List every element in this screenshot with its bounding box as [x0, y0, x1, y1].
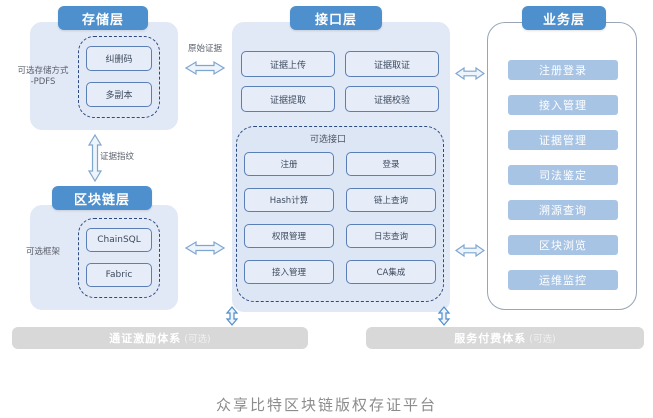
bottom-bar-service-payment[interactable]: 服务付费体系 (可选): [366, 327, 644, 349]
interface-item-evidence-forensics[interactable]: 证据取证: [345, 51, 439, 77]
blockchain-layer-title-text: 区块链层: [73, 192, 130, 208]
blockchain-item-fabric[interactable]: Fabric: [86, 263, 152, 287]
business-item-block-explorer-label: 区块浏览: [539, 239, 587, 252]
optional-interface-ca-integration[interactable]: CA集成: [346, 260, 436, 284]
optional-interface-permission-mgmt[interactable]: 权限管理: [244, 224, 334, 248]
optional-interface-hash-compute-label: Hash计算: [269, 196, 309, 206]
business-item-ops-monitor[interactable]: 运维监控: [508, 270, 618, 290]
interface-item-evidence-upload[interactable]: 证据上传: [241, 51, 335, 77]
business-layer-title: 业务层: [522, 6, 606, 30]
optional-interface-onchain-query[interactable]: 链上查询: [346, 188, 436, 212]
business-item-traceability-query[interactable]: 溯源查询: [508, 200, 618, 220]
token-incentive-arrow: [225, 306, 239, 326]
storage-item-multi-replica[interactable]: 多副本: [86, 82, 152, 107]
interface-business-arrow-bottom: [454, 243, 486, 258]
business-layer-title-text: 业务层: [542, 12, 585, 28]
storage-item-multi-replica-label: 多副本: [105, 91, 133, 101]
business-item-evidence-mgmt-label: 证据管理: [539, 134, 587, 147]
business-item-judicial-appraisal[interactable]: 司法鉴定: [508, 165, 618, 185]
optional-interface-register-label: 注册: [280, 160, 298, 170]
business-item-access-mgmt-label: 接入管理: [539, 99, 587, 112]
optional-interface-onchain-query-label: 链上查询: [373, 196, 408, 206]
blockchain-item-chainsql-label: ChainSQL: [97, 235, 141, 245]
storage-interface-arrow: [184, 60, 226, 76]
interface-item-evidence-upload-label: 证据上传: [269, 60, 306, 71]
interface-item-evidence-extract-label: 证据提取: [269, 95, 306, 106]
blockchain-layer-title: 区块链层: [52, 186, 152, 210]
bottom-bar-service-payment-optional: (可选): [529, 334, 556, 345]
business-item-register-login[interactable]: 注册登录: [508, 60, 618, 80]
interface-item-evidence-extract[interactable]: 证据提取: [241, 86, 335, 112]
interface-layer-title-text: 接口层: [314, 12, 357, 28]
bottom-bar-service-payment-label: 服务付费体系: [454, 332, 527, 345]
blockchain-item-chainsql[interactable]: ChainSQL: [86, 228, 152, 252]
interface-business-arrow-top: [454, 66, 486, 81]
storage-blockchain-connector-label: 证据指纹: [100, 152, 135, 162]
interface-item-evidence-verify-label: 证据校验: [373, 95, 410, 106]
storage-layer-title-text: 存储层: [81, 12, 124, 28]
business-item-ops-monitor-label: 运维监控: [539, 274, 587, 287]
optional-interface-access-mgmt-label: 接入管理: [271, 268, 306, 278]
diagram-caption: 众享比特区块链版权存证平台: [215, 396, 437, 414]
business-item-evidence-mgmt[interactable]: 证据管理: [508, 130, 618, 150]
blockchain-options-group: [78, 218, 160, 298]
storage-item-erasure-code-label: 纠删码: [105, 55, 133, 65]
optional-interface-log-query[interactable]: 日志查询: [346, 224, 436, 248]
bottom-bar-token-incentive-label: 通证激励体系: [109, 332, 182, 345]
storage-blockchain-arrow: [87, 133, 103, 183]
optional-interface-access-mgmt[interactable]: 接入管理: [244, 260, 334, 284]
optional-interface-login[interactable]: 登录: [346, 152, 436, 176]
bottom-bar-token-incentive[interactable]: 通证激励体系 (可选): [12, 327, 308, 349]
storage-layer-side-label: 可选存储方式 -PDFS: [17, 66, 69, 88]
business-item-traceability-query-label: 溯源查询: [539, 204, 587, 217]
storage-options-group: [78, 36, 160, 118]
business-item-block-explorer[interactable]: 区块浏览: [508, 235, 618, 255]
storage-interface-connector-label: 原始证据: [187, 44, 222, 54]
storage-item-erasure-code[interactable]: 纠删码: [86, 46, 152, 71]
optional-interface-log-query-label: 日志查询: [373, 232, 408, 242]
optional-interface-ca-integration-label: CA集成: [376, 268, 406, 278]
storage-layer-title: 存储层: [58, 6, 148, 30]
interface-item-evidence-verify[interactable]: 证据校验: [345, 86, 439, 112]
business-item-judicial-appraisal-label: 司法鉴定: [539, 169, 587, 182]
optional-interface-register[interactable]: 注册: [244, 152, 334, 176]
interface-item-evidence-forensics-label: 证据取证: [373, 60, 410, 71]
business-item-access-mgmt[interactable]: 接入管理: [508, 95, 618, 115]
business-item-register-login-label: 注册登录: [539, 64, 587, 77]
optional-interface-permission-mgmt-label: 权限管理: [271, 232, 306, 242]
blockchain-interface-arrow: [184, 240, 226, 256]
interface-layer-title: 接口层: [290, 6, 382, 30]
service-payment-arrow: [437, 306, 451, 326]
blockchain-layer-side-label: 可选框架: [25, 247, 60, 257]
bottom-bar-token-incentive-optional: (可选): [184, 334, 211, 345]
optional-interface-login-label: 登录: [382, 160, 400, 170]
optional-interface-group-title: 可选接口: [310, 135, 347, 145]
blockchain-item-fabric-label: Fabric: [105, 270, 133, 280]
optional-interface-hash-compute[interactable]: Hash计算: [244, 188, 334, 212]
